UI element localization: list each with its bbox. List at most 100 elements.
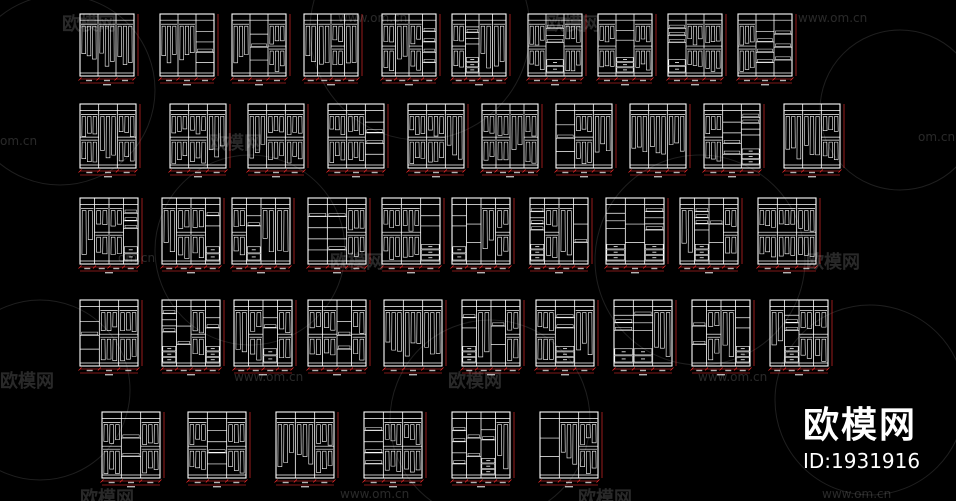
dimension-tick <box>363 169 368 173</box>
dimension-tick <box>572 367 577 371</box>
dimension-text-mark <box>764 267 771 270</box>
dimension-tick <box>592 367 596 371</box>
garment-outline <box>637 116 642 148</box>
drawer-front <box>263 348 277 356</box>
drawer-front <box>606 249 625 255</box>
garment-outline <box>297 141 303 160</box>
background-arc <box>0 299 131 481</box>
dimension-text-mark <box>509 369 516 372</box>
drawer-front <box>124 246 138 254</box>
drawer-front <box>616 57 634 62</box>
garment-outline <box>771 312 777 346</box>
garment-outline <box>397 312 402 352</box>
garment-outline <box>587 141 592 163</box>
garment-outline <box>296 424 302 455</box>
dimension-text-mark <box>127 486 135 488</box>
dimension-tick <box>400 479 405 483</box>
dimension-tick <box>382 367 386 371</box>
garment-outline <box>163 210 169 243</box>
garment-outline <box>255 116 260 153</box>
garment-outline <box>92 116 98 135</box>
cabinet-frame <box>703 103 761 169</box>
dimension-tick <box>406 169 410 173</box>
garment-outline <box>408 236 414 257</box>
folded-item <box>338 331 351 335</box>
dimension-text-mark <box>744 79 750 82</box>
garment-outline <box>604 50 610 67</box>
garment-outline <box>404 450 409 470</box>
dimension-tick <box>612 367 616 371</box>
wardrobe-elevation <box>306 197 371 274</box>
dimension-text-mark <box>827 171 834 174</box>
dimension-text-mark <box>788 369 795 372</box>
folded-item <box>757 59 773 63</box>
dimension-tick <box>288 265 292 269</box>
wardrobe-elevation <box>302 13 363 86</box>
dimension-text-mark <box>621 84 629 86</box>
watermark-brand: 欧模网 <box>80 488 134 501</box>
watermark-site: www.om.cn <box>338 11 408 25</box>
garment-outline <box>239 210 245 227</box>
watermark-site: www.om.cn <box>698 370 768 384</box>
garment-outline <box>580 424 585 445</box>
dimension-text-mark <box>477 272 485 274</box>
folded-item <box>775 56 791 60</box>
dimension-tick <box>274 479 278 483</box>
garment-outline <box>280 50 285 67</box>
garment-outline <box>256 312 262 328</box>
garment-outline <box>513 312 519 329</box>
dimension-tick <box>205 169 210 173</box>
garment-outline <box>404 312 410 357</box>
garment-outline <box>99 25 104 54</box>
dimension-text-mark <box>238 369 245 372</box>
folded-item <box>723 140 741 144</box>
garment-outline <box>354 236 359 257</box>
drawer-front <box>614 348 633 356</box>
garment-outline <box>116 236 122 254</box>
cabinet-frame <box>275 411 335 479</box>
folded-item <box>264 324 277 328</box>
garment-outline <box>497 116 503 136</box>
garment-outline <box>744 50 750 70</box>
dimension-tick <box>232 367 236 371</box>
garment-outline <box>714 312 720 326</box>
garment-outline <box>219 116 225 147</box>
dimension-tick <box>335 367 339 371</box>
garment-outline <box>198 338 204 356</box>
drawer-front <box>263 355 277 363</box>
dimension-text-mark <box>725 369 732 372</box>
garment-outline <box>806 338 812 359</box>
dimension-tick <box>203 265 208 269</box>
garment-outline <box>340 141 346 161</box>
wardrobe-elevation <box>380 197 445 274</box>
garment-outline <box>821 312 827 328</box>
dimension-tick <box>782 367 787 371</box>
dimension-tick <box>690 367 694 371</box>
dimension-text-mark <box>321 481 328 484</box>
wardrobe-elevation <box>736 13 797 86</box>
dimension-text-mark <box>696 369 703 372</box>
dimension-tick <box>707 265 711 269</box>
dimension-tick <box>739 169 744 173</box>
garment-outline <box>798 236 803 255</box>
garment-outline <box>415 116 420 135</box>
garment-outline <box>402 25 408 57</box>
folded-item <box>206 212 219 216</box>
folded-item <box>785 327 798 331</box>
garment-outline <box>389 25 394 43</box>
garment-outline <box>178 210 184 229</box>
garment-outline <box>190 25 195 53</box>
garment-outline <box>640 25 646 40</box>
badge-id: ID:1931916 <box>803 449 921 473</box>
dimension-text-mark <box>482 79 489 82</box>
garment-outline <box>750 25 755 43</box>
cabinet-frame <box>605 197 665 265</box>
drawer-front <box>481 463 495 469</box>
garment-outline <box>153 450 159 470</box>
wardrobe-elevation <box>186 411 251 488</box>
dimension-tick <box>284 77 288 81</box>
wardrobe-elevation <box>230 13 291 86</box>
garment-outline <box>308 424 314 465</box>
dimension-tick <box>332 479 336 483</box>
model-id-badge: 欧模网 ID:1931916 <box>803 406 920 474</box>
